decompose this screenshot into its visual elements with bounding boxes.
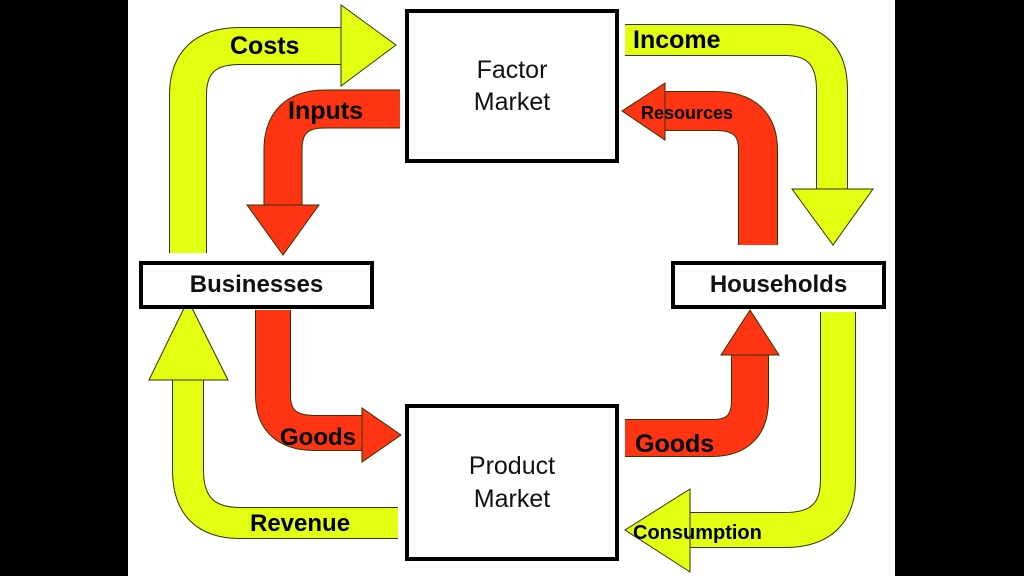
goods-left-label: Goods xyxy=(280,424,356,451)
factor-market-box: Factor Market xyxy=(405,9,619,163)
goods-right-arrow xyxy=(625,309,780,457)
product-market-label: Product Market xyxy=(468,452,556,513)
consumption-label: Consumption xyxy=(633,522,762,544)
factor-market-label: Factor Market xyxy=(473,55,551,117)
households-label: Households xyxy=(709,271,848,299)
consumption-arrow xyxy=(624,312,856,573)
costs-arrow xyxy=(169,4,397,253)
businesses-box: Businesses xyxy=(139,261,374,309)
revenue-arrow xyxy=(148,298,398,539)
costs-label: Costs xyxy=(230,32,300,60)
inputs-arrow xyxy=(246,89,400,256)
income-label: Income xyxy=(633,26,721,54)
resources-label: Resources xyxy=(641,103,734,123)
businesses-label: Businesses xyxy=(189,271,324,299)
revenue-label: Revenue xyxy=(250,510,351,537)
income-arrow xyxy=(625,23,874,246)
inputs-label: Inputs xyxy=(288,97,363,125)
resources-arrow xyxy=(621,82,778,245)
goods-right-label: Goods xyxy=(635,430,715,458)
product-market-box: Product Market xyxy=(405,404,619,561)
goods-left-arrow xyxy=(255,310,402,463)
households-box: Households xyxy=(671,261,886,309)
